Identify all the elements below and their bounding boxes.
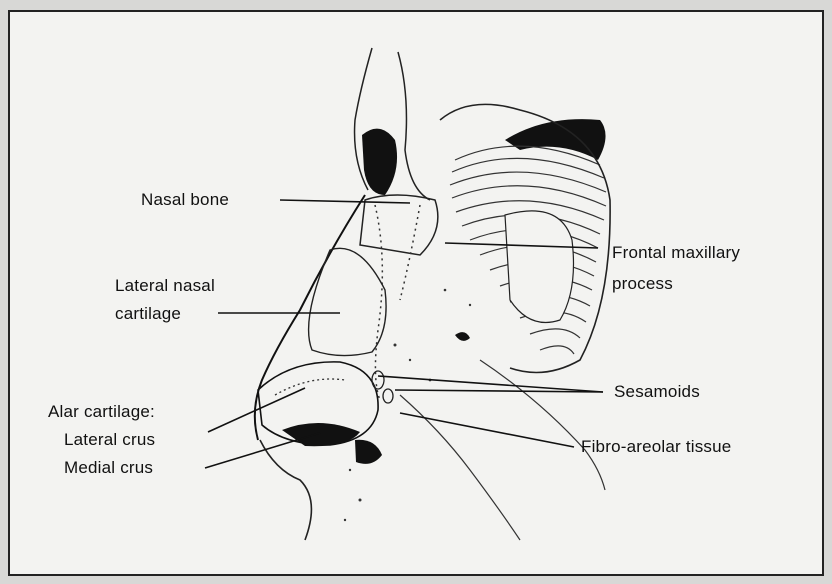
label-lateral-nasal-1: Lateral nasal xyxy=(115,276,215,296)
alar-dotted xyxy=(275,379,345,395)
leader-nasal-bone xyxy=(280,200,410,203)
label-sesamoids: Sesamoids xyxy=(614,382,700,402)
leader-fibro-areolar xyxy=(400,413,574,447)
label-fibro-areolar: Fibro-areolar tissue xyxy=(581,437,731,457)
eyebrow-shadow xyxy=(505,119,606,160)
cheek-line xyxy=(480,360,605,490)
leader-medial-crus xyxy=(205,433,320,468)
lateral-nasal-cartilage-shape xyxy=(309,248,387,355)
glabella-line-right xyxy=(398,52,430,200)
alar-base-shadow xyxy=(355,440,382,464)
nasal-bone-shape xyxy=(360,195,438,255)
infraorbital-foramen xyxy=(455,332,470,341)
texture-dots xyxy=(344,289,471,522)
label-frontal-maxillary-1: Frontal maxillary xyxy=(612,243,740,263)
label-medial-crus: Medial crus xyxy=(64,458,153,478)
columella-lip xyxy=(260,440,311,540)
label-lateral-nasal-2: cartilage xyxy=(115,304,181,324)
label-alar-cartilage: Alar cartilage: xyxy=(48,402,155,422)
label-frontal-maxillary-2: process xyxy=(612,274,673,294)
label-nasal-bone: Nasal bone xyxy=(141,190,229,210)
nostril xyxy=(282,423,360,446)
label-lateral-crus: Lateral crus xyxy=(64,430,155,450)
medial-canthus-shadow xyxy=(362,129,397,195)
frontal-process-area xyxy=(505,211,574,323)
